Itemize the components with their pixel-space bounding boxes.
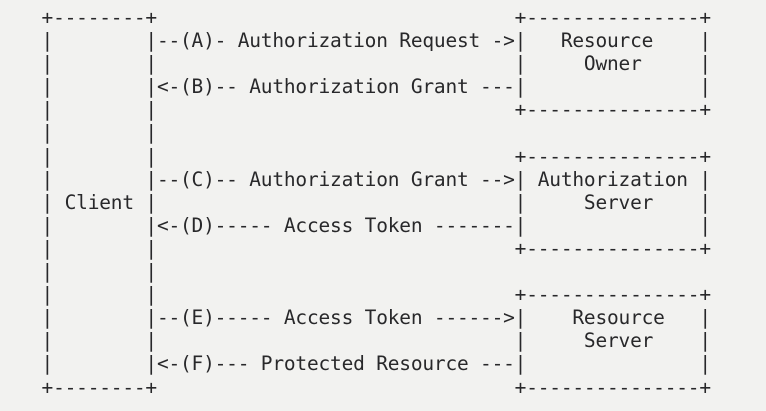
oauth-protocol-flow-ascii-art: +--------+ +---------------+ | |--(A)- A… <box>41 6 712 399</box>
